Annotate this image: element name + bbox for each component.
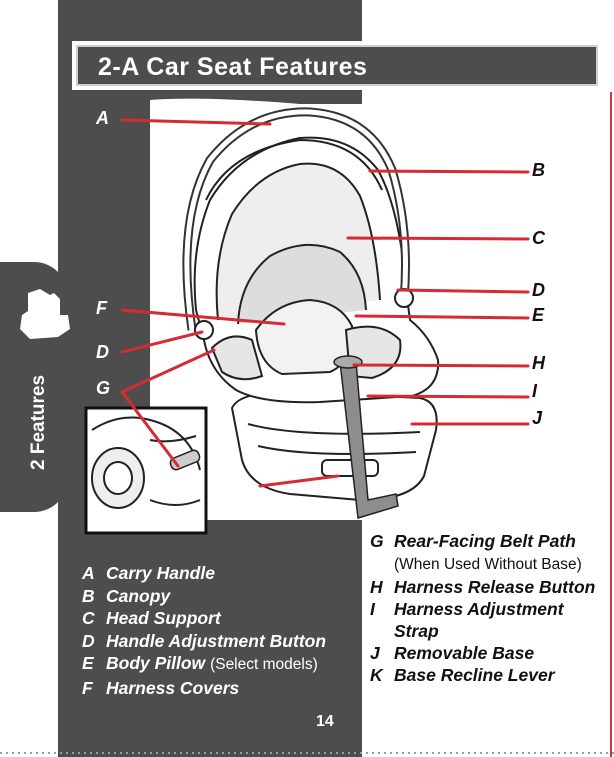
legend-key: G <box>370 530 394 576</box>
base-drawing <box>232 392 437 500</box>
callout-letter-c: C <box>532 228 545 249</box>
callout-letter-k: K <box>226 478 239 499</box>
legend-text: Rear-Facing Belt Path (When Used Without… <box>394 530 610 576</box>
legend-note: (Select models) <box>210 656 318 673</box>
legend-name: Harness Covers <box>106 678 239 698</box>
legend-key: J <box>370 642 394 664</box>
legend-key: A <box>82 562 106 585</box>
legend-text: Canopy <box>106 585 352 608</box>
legend-name: Handle Adjustment Button <box>106 631 326 651</box>
callout-letter-h: H <box>532 353 545 374</box>
callout-letter-a: A <box>96 108 109 129</box>
legend-name: Harness Adjustment Strap <box>394 599 564 641</box>
legend-name: Canopy <box>106 586 170 606</box>
callout-letter-e: E <box>532 305 544 326</box>
callout-letter-g: G <box>96 378 110 399</box>
callout-letter-f: F <box>96 298 107 319</box>
legend-note: (When Used Without Base) <box>394 556 582 573</box>
callout-line-c <box>348 238 528 239</box>
legend-name: Removable Base <box>394 643 534 663</box>
legend-text: Removable Base <box>394 642 610 664</box>
legend-text: Head Support <box>106 607 352 630</box>
legend-text: Harness Adjustment Strap <box>394 598 610 642</box>
legend-key: H <box>370 576 394 598</box>
legend-key: F <box>82 677 106 700</box>
legend-key: I <box>370 598 394 642</box>
legend-name: Rear-Facing Belt Path <box>394 531 576 551</box>
callout-line-e <box>356 316 528 318</box>
legend-text: Carry Handle <box>106 562 352 585</box>
page-number: 14 <box>316 713 334 731</box>
belt-path-inset <box>86 408 206 533</box>
legend-key: E <box>82 652 106 677</box>
legend-name: Base Recline Lever <box>394 665 555 685</box>
callout-line-h <box>354 365 528 366</box>
legend-key: B <box>82 585 106 608</box>
legend-text: Base Recline Lever <box>394 664 610 686</box>
legend-name: Harness Release Button <box>394 577 595 597</box>
callout-letter-j: J <box>532 408 542 429</box>
callout-letter-i: I <box>532 381 537 402</box>
legend-text: Harness Covers <box>106 677 352 700</box>
legend-key: C <box>82 607 106 630</box>
legend-name: Body Pillow <box>106 653 205 673</box>
legend-key: K <box>370 664 394 686</box>
callout-line-b <box>370 171 528 172</box>
legend-key: D <box>82 630 106 653</box>
callout-letter-d-right: D <box>532 280 545 301</box>
legend-name: Carry Handle <box>106 563 215 583</box>
callout-line-d-right <box>398 290 528 292</box>
legend-text: Body Pillow (Select models) <box>106 652 352 677</box>
callout-letter-d-left: D <box>96 342 109 363</box>
legend-name: Head Support <box>106 608 221 628</box>
callout-letter-b: B <box>532 160 545 181</box>
legend-text: Harness Release Button <box>394 576 610 598</box>
callout-line-i <box>368 396 528 397</box>
legend-text: Handle Adjustment Button <box>106 630 352 653</box>
